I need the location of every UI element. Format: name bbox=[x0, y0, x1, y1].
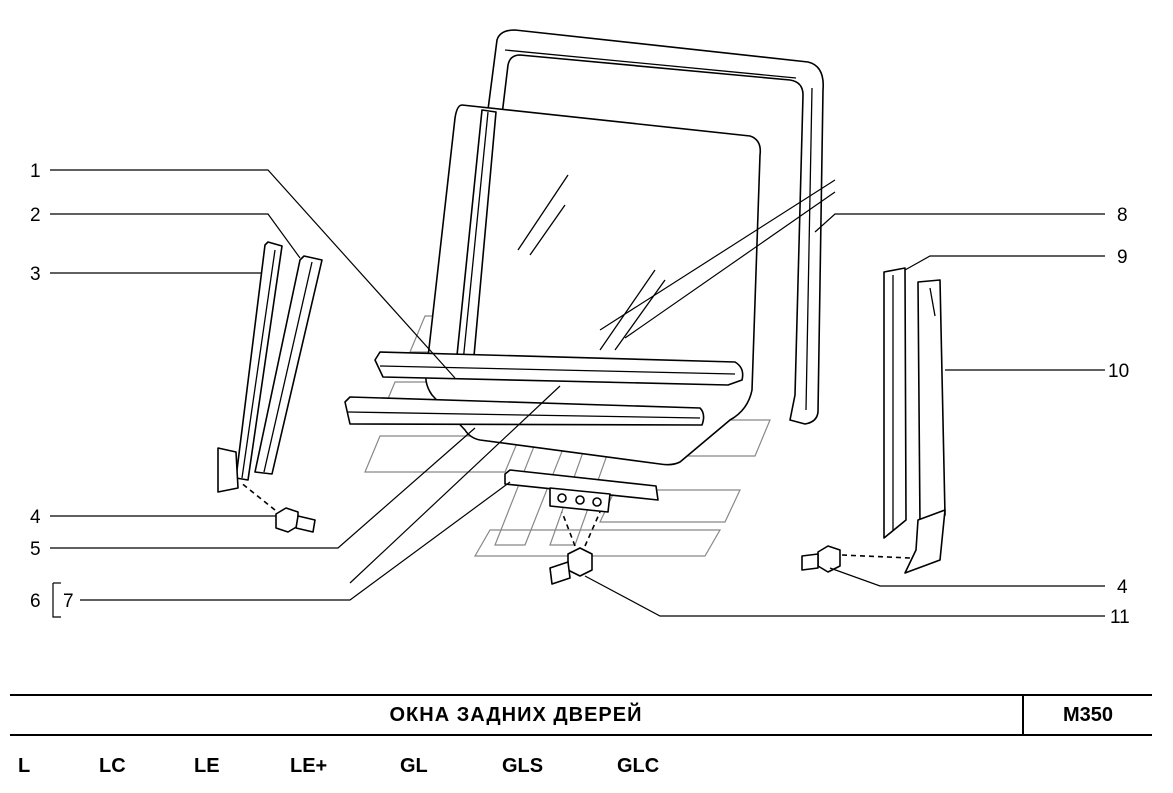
callout-6: 6 bbox=[30, 591, 41, 612]
callout-8: 8 bbox=[1117, 205, 1128, 226]
outer-belt-weatherstrip bbox=[344, 396, 705, 426]
door-frame-seal bbox=[454, 29, 825, 425]
title-bar: ОКНА ЗАДНИХ ДВЕРЕЙ M350 bbox=[10, 694, 1152, 736]
callout-3: 3 bbox=[30, 264, 41, 285]
callout-10: 10 bbox=[1108, 361, 1129, 382]
callout-4-right: 4 bbox=[1117, 577, 1128, 598]
trim-l: L bbox=[18, 755, 31, 777]
screw-left bbox=[239, 481, 316, 533]
callout-4-left: 4 bbox=[30, 507, 41, 528]
trim-gl: GL bbox=[400, 755, 428, 777]
callout-9: 9 bbox=[1117, 247, 1128, 268]
callout-11: 11 bbox=[1110, 607, 1130, 628]
callout-1: 1 bbox=[30, 161, 41, 182]
page-title: ОКНА ЗАДНИХ ДВЕРЕЙ bbox=[389, 704, 643, 726]
trim-le-plus: LE+ bbox=[290, 755, 328, 777]
trim-levels-row: L LC LE LE+ GL GLS GLC bbox=[0, 748, 1173, 784]
screw-right bbox=[801, 545, 911, 573]
callout-5: 5 bbox=[30, 539, 41, 560]
rear-door-windows-exploded-diagram: 1 2 3 4 5 6 7 8 9 10 4 11 bbox=[30, 29, 1130, 628]
section-code: M350 bbox=[1062, 704, 1114, 726]
trim-gls: GLS bbox=[502, 755, 544, 777]
trim-lc: LC bbox=[99, 755, 126, 777]
trim-le: LE bbox=[194, 755, 220, 777]
trim-glc: GLC bbox=[617, 755, 660, 777]
leader-lines bbox=[50, 169, 1105, 618]
glass-lifter-bracket bbox=[504, 469, 659, 513]
screw-bottom bbox=[549, 511, 601, 585]
callout-7: 7 bbox=[63, 591, 74, 612]
inner-belt-weatherstrip bbox=[374, 351, 744, 386]
left-rear-channels bbox=[217, 241, 323, 493]
callout-2: 2 bbox=[30, 205, 41, 226]
title-divider bbox=[1022, 696, 1024, 734]
right-rear-channels bbox=[883, 267, 946, 574]
